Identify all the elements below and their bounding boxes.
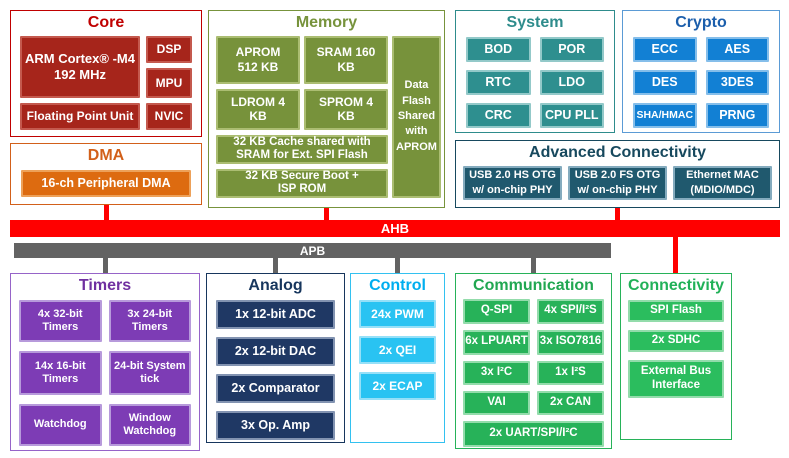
vai-box: VAI bbox=[463, 390, 530, 415]
arm-cortex-m4-box: ARM Cortex® -M4 192 MHz bbox=[20, 35, 140, 98]
aes-box: AES bbox=[705, 36, 769, 62]
connector-apb-control bbox=[395, 258, 400, 273]
comparator-box: 2x Comparator bbox=[216, 373, 335, 403]
dma-block: DMA 16-ch Peripheral DMA bbox=[10, 143, 202, 205]
memory-block: Memory APROM 512 KB SRAM 160 KB Data Fla… bbox=[208, 10, 445, 208]
connectivity-stack: SPI Flash 2x SDHC External Bus Interface bbox=[621, 297, 731, 398]
qei-box: 2x QEI bbox=[359, 335, 436, 364]
sdhc-box: 2x SDHC bbox=[628, 329, 724, 352]
rtc-box: RTC bbox=[466, 69, 531, 95]
uart-spi-i2c-box: 2x UART/SPI/I²C bbox=[463, 420, 604, 447]
communication-grid: Q-SPI 4x SPI/I²S 6x LPUART 3x ISO7816 3x… bbox=[456, 297, 611, 447]
analog-title: Analog bbox=[248, 277, 303, 294]
usb-fs-otg-box: USB 2.0 FS OTG w/ on-chip PHY bbox=[568, 165, 667, 200]
dsp-box: DSP bbox=[146, 35, 192, 63]
memory-grid: APROM 512 KB SRAM 160 KB Data Flash Shar… bbox=[209, 34, 444, 198]
watchdog-box: Watchdog bbox=[19, 403, 102, 446]
secure-boot-box: 32 KB Secure Boot + ISP ROM bbox=[216, 168, 388, 198]
ethernet-mac-box: Ethernet MAC (MDIO/MDC) bbox=[673, 165, 772, 200]
connector-apb-communication bbox=[531, 258, 536, 273]
control-title: Control bbox=[369, 277, 426, 294]
advanced-connectivity-block: Advanced Connectivity USB 2.0 HS OTG w/ … bbox=[455, 140, 780, 208]
sprom-box: SPROM 4 KB bbox=[304, 88, 388, 130]
apb-bus-label: APB bbox=[299, 243, 326, 258]
advanced-connectivity-row: USB 2.0 HS OTG w/ on-chip PHY USB 2.0 FS… bbox=[456, 164, 779, 200]
system-title: System bbox=[506, 14, 564, 31]
advanced-connectivity-title: Advanced Connectivity bbox=[529, 144, 706, 161]
control-block: Control 24x PWM 2x QEI 2x ECAP bbox=[350, 273, 445, 443]
connector-dma-ahb bbox=[104, 205, 109, 220]
connectivity-block: Connectivity SPI Flash 2x SDHC External … bbox=[620, 273, 732, 440]
analog-block: Analog 1x 12-bit ADC 2x 12-bit DAC 2x Co… bbox=[206, 273, 345, 443]
des-box: DES bbox=[633, 69, 697, 95]
apb-bus-bar: APB bbox=[14, 243, 611, 258]
pwm-box: 24x PWM bbox=[359, 299, 436, 328]
connector-apb-timers bbox=[103, 258, 108, 273]
connector-memory-ahb bbox=[324, 208, 329, 220]
peripheral-dma-box: 16-ch Peripheral DMA bbox=[21, 169, 191, 197]
i2c-box: 3x I²C bbox=[463, 360, 530, 385]
bod-box: BOD bbox=[466, 36, 531, 62]
crypto-title: Crypto bbox=[675, 14, 727, 31]
external-bus-interface-box: External Bus Interface bbox=[628, 359, 724, 398]
analog-stack: 1x 12-bit ADC 2x 12-bit DAC 2x Comparato… bbox=[207, 297, 344, 440]
iso7816-box: 3x ISO7816 bbox=[537, 329, 604, 355]
16bit-timers-box: 14x 16-bit Timers bbox=[19, 350, 102, 395]
system-tick-box: 24-bit System tick bbox=[108, 350, 191, 395]
nvic-box: NVIC bbox=[146, 102, 192, 130]
crypto-grid: ECC AES DES 3DES SHA/HMAC PRNG bbox=[623, 34, 779, 128]
core-title: Core bbox=[87, 14, 125, 31]
timers-title: Timers bbox=[78, 277, 132, 294]
24bit-timers-box: 3x 24-bit Timers bbox=[108, 299, 191, 342]
aprom-box: APROM 512 KB bbox=[216, 35, 300, 84]
memory-title: Memory bbox=[295, 14, 358, 31]
connector-advconn-ahb bbox=[615, 208, 620, 220]
32bit-timers-box: 4x 32-bit Timers bbox=[19, 299, 102, 342]
core-block: Core ARM Cortex® -M4 192 MHz DSP MPU Flo… bbox=[10, 10, 202, 137]
spi-i2s-box: 4x SPI/I²S bbox=[537, 298, 604, 324]
por-box: POR bbox=[539, 36, 604, 62]
spi-flash-box: SPI Flash bbox=[628, 299, 724, 322]
ldo-box: LDO bbox=[539, 69, 604, 95]
floating-point-unit-box: Floating Point Unit bbox=[20, 102, 140, 130]
prng-box: PRNG bbox=[705, 102, 769, 128]
data-flash-box: Data Flash Shared with APROM bbox=[392, 35, 441, 198]
3des-box: 3DES bbox=[705, 69, 769, 95]
crc-box: CRC bbox=[466, 102, 531, 128]
core-grid: ARM Cortex® -M4 192 MHz DSP MPU Floating… bbox=[11, 34, 201, 130]
timers-grid: 4x 32-bit Timers 3x 24-bit Timers 14x 16… bbox=[11, 297, 199, 446]
ecc-box: ECC bbox=[633, 36, 697, 62]
timers-block: Timers 4x 32-bit Timers 3x 24-bit Timers… bbox=[10, 273, 200, 451]
op-amp-box: 3x Op. Amp bbox=[216, 410, 335, 440]
ahb-bus-bar: AHB bbox=[10, 220, 780, 237]
cache-box: 32 KB Cache shared with SRAM for Ext. SP… bbox=[216, 134, 388, 164]
sram-box: SRAM 160 KB bbox=[304, 35, 388, 84]
qspi-box: Q-SPI bbox=[463, 298, 530, 324]
mpu-box: MPU bbox=[146, 67, 192, 98]
connectivity-title: Connectivity bbox=[627, 277, 724, 294]
connector-apb-analog bbox=[273, 258, 278, 273]
sha-hmac-box: SHA/HMAC bbox=[633, 102, 697, 128]
dma-title: DMA bbox=[87, 147, 125, 164]
system-grid: BOD POR RTC LDO CRC CPU PLL bbox=[456, 34, 614, 128]
system-block: System BOD POR RTC LDO CRC CPU PLL bbox=[455, 10, 615, 133]
window-watchdog-box: Window Watchdog bbox=[108, 403, 191, 446]
usb-hs-otg-box: USB 2.0 HS OTG w/ on-chip PHY bbox=[463, 165, 562, 200]
dma-body: 16-ch Peripheral DMA bbox=[11, 167, 201, 197]
i2s-box: 1x I²S bbox=[537, 360, 604, 385]
cpu-pll-box: CPU PLL bbox=[539, 102, 604, 128]
lpuart-box: 6x LPUART bbox=[463, 329, 530, 355]
adc-box: 1x 12-bit ADC bbox=[216, 299, 335, 329]
ahb-bus-label: AHB bbox=[380, 221, 410, 236]
ldrom-box: LDROM 4 KB bbox=[216, 88, 300, 130]
communication-title: Communication bbox=[473, 277, 594, 294]
communication-block: Communication Q-SPI 4x SPI/I²S 6x LPUART… bbox=[455, 273, 612, 449]
dac-box: 2x 12-bit DAC bbox=[216, 336, 335, 366]
can-box: 2x CAN bbox=[537, 390, 604, 415]
crypto-block: Crypto ECC AES DES 3DES SHA/HMAC PRNG bbox=[622, 10, 780, 133]
ecap-box: 2x ECAP bbox=[359, 371, 436, 400]
control-stack: 24x PWM 2x QEI 2x ECAP bbox=[351, 297, 444, 400]
connector-ahb-connectivity bbox=[673, 237, 678, 273]
